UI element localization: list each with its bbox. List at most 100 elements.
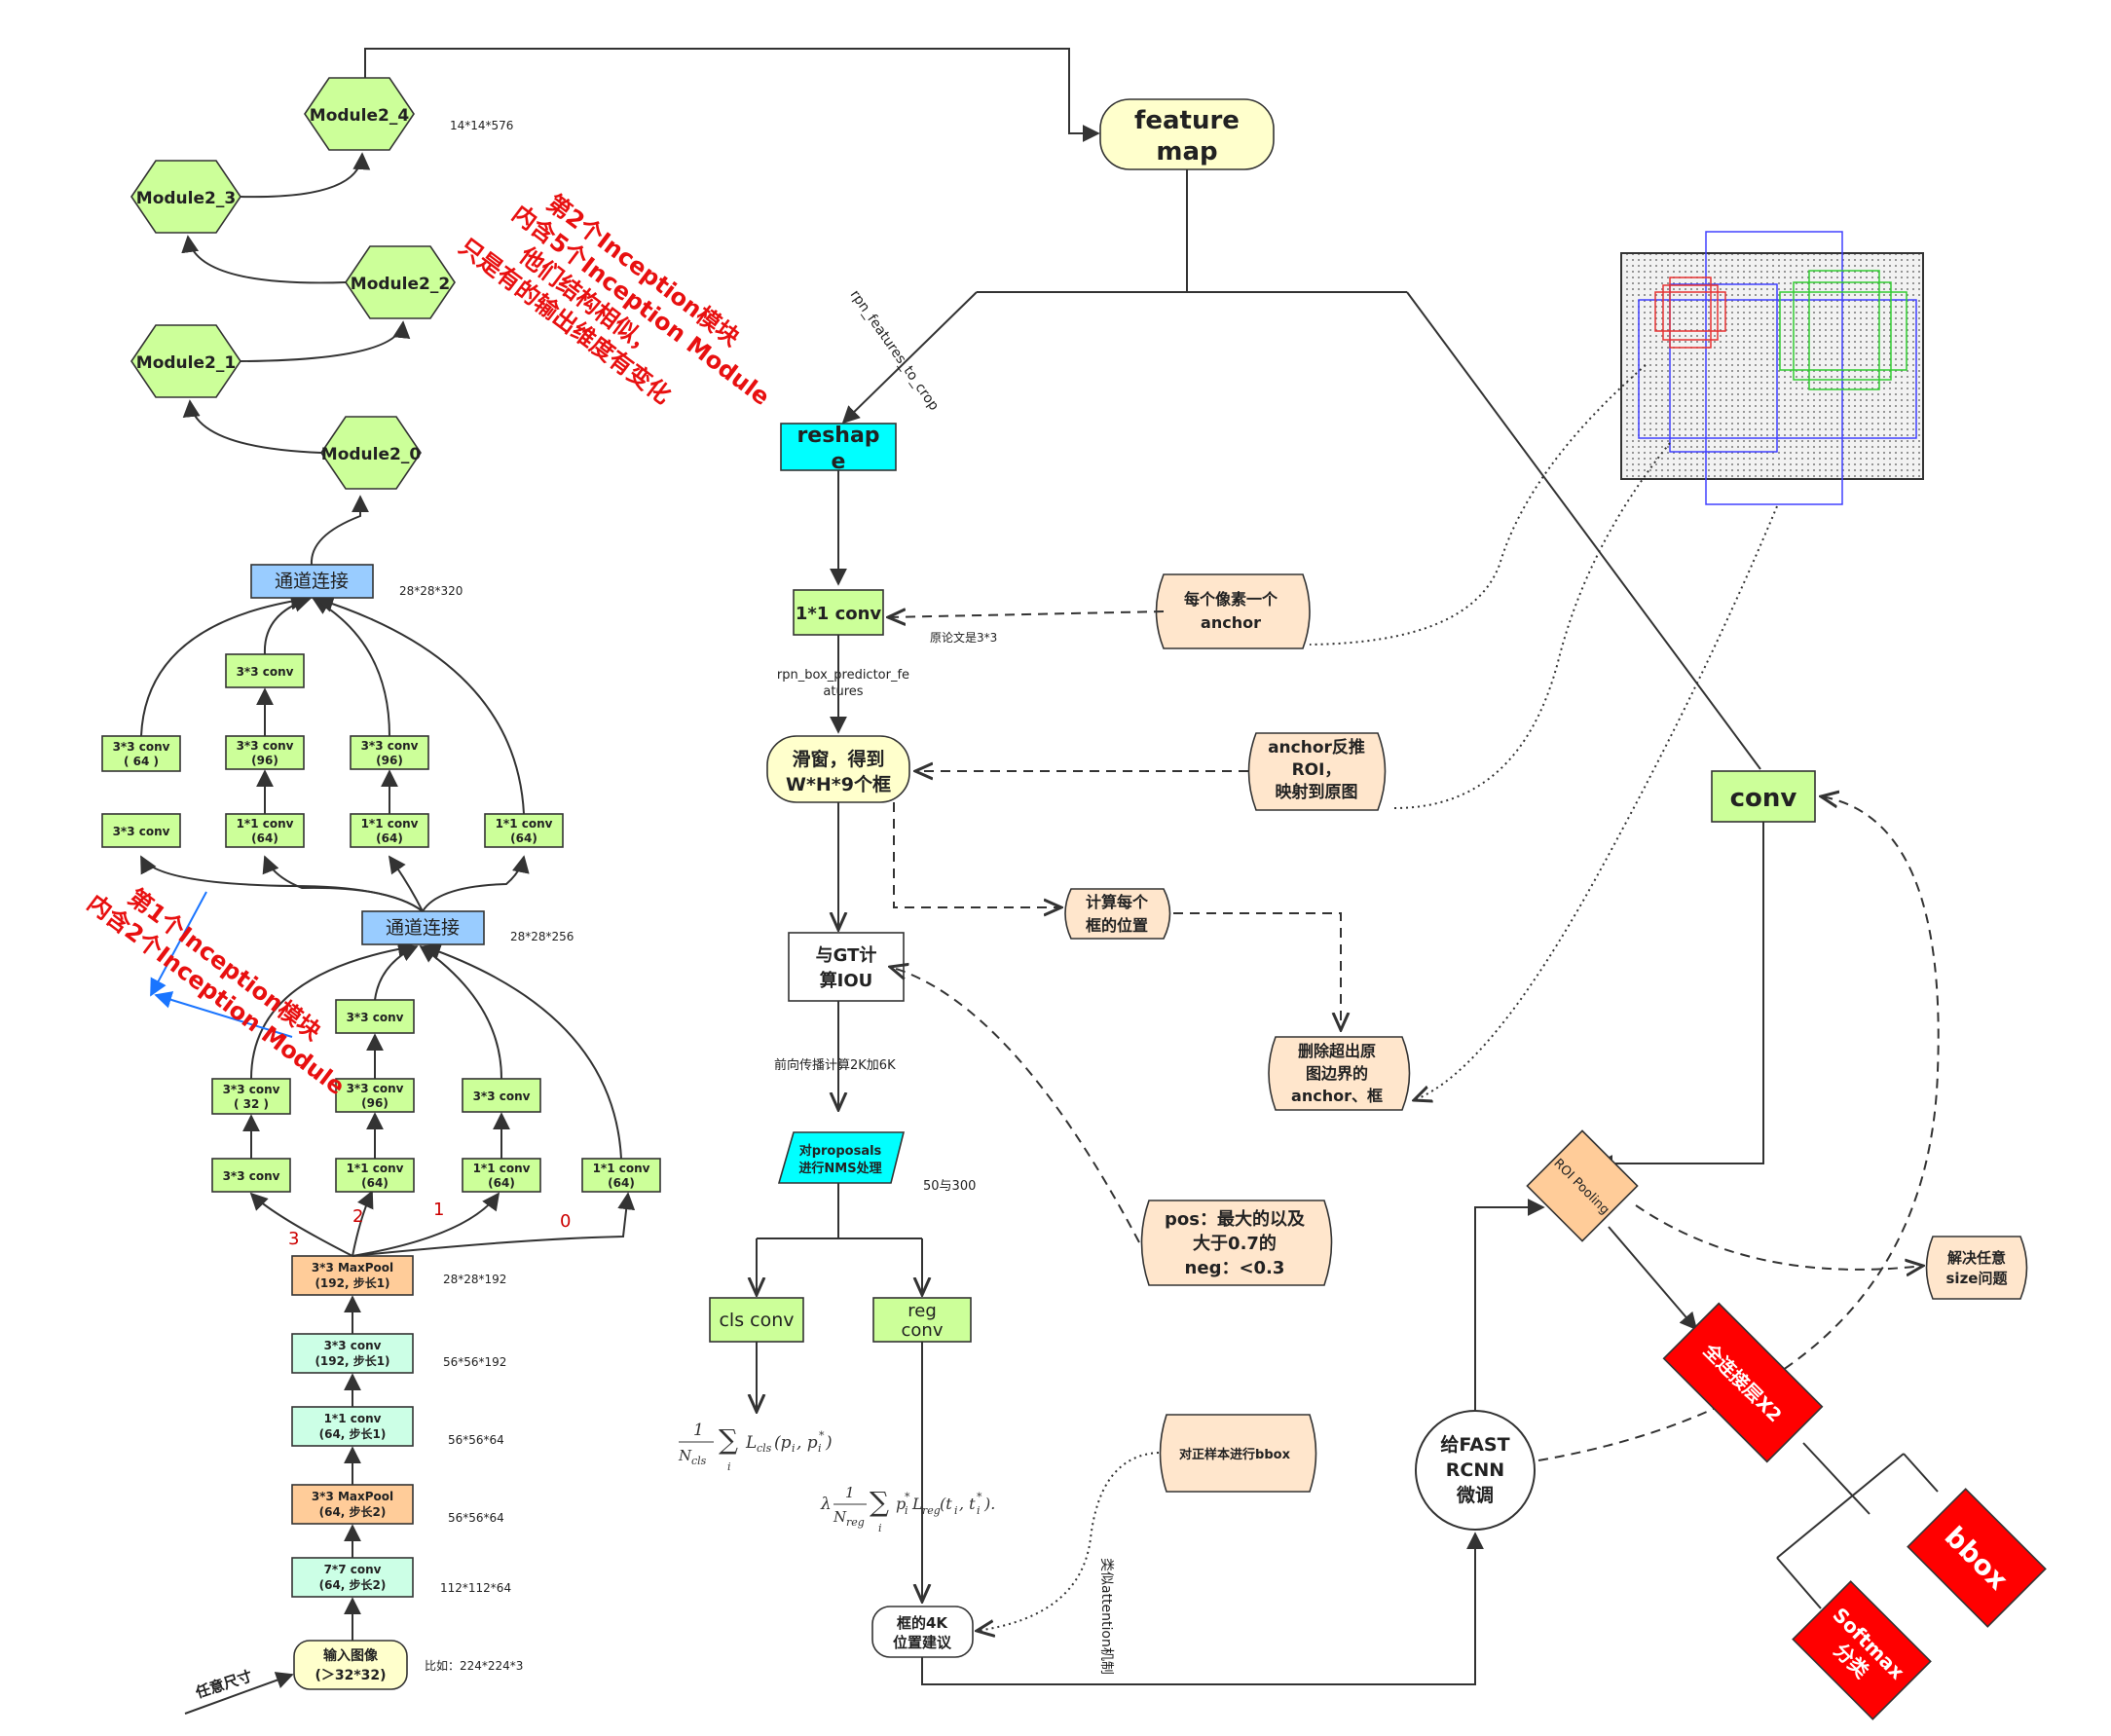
svg-text:位置建议: 位置建议: [893, 1634, 952, 1651]
svg-text:1*1 conv: 1*1 conv: [473, 1162, 531, 1175]
svg-text:( 64 ): ( 64 ): [124, 755, 159, 768]
anchor-green-tall: [1808, 270, 1880, 390]
a-b2-conv1x1[interactable]: [335, 1158, 415, 1193]
roi-pooling-node[interactable]: ROI Pooling: [1526, 1129, 1639, 1242]
svg-text:1*1 conv: 1*1 conv: [496, 817, 553, 831]
a-b3-conv3x3-top[interactable]: [211, 1078, 291, 1115]
svg-text:通道连接: 通道连接: [275, 571, 349, 592]
svg-text:计算每个: 计算每个: [1086, 893, 1149, 911]
grid-to-roi-dotted: [1393, 442, 1671, 809]
svg-text:(96): (96): [361, 1096, 389, 1110]
grid-to-anchor-dotted: [1309, 364, 1647, 646]
svg-text:cls conv: cls conv: [719, 1310, 794, 1331]
svg-text:anchor: anchor: [1201, 613, 1261, 632]
svg-text:3*3 conv: 3*3 conv: [113, 825, 170, 838]
svg-text:Module2_0: Module2_0: [321, 445, 422, 464]
concat-to-module20-arrow: [310, 495, 369, 566]
svg-text:解决任意: 解决任意: [1947, 1249, 2006, 1267]
b-b3-conv3x3-bottom[interactable]: [101, 813, 181, 848]
svg-text:map: map: [1156, 137, 1217, 166]
svg-text:算IOU: 算IOU: [820, 970, 873, 991]
svg-text:滑窗，得到: 滑窗，得到: [792, 748, 884, 770]
svg-text:(t: (t: [940, 1495, 952, 1513]
stem-7x7-conv[interactable]: [291, 1557, 414, 1598]
input-arrow: [184, 1672, 294, 1715]
svg-text:3*3 MaxPool: 3*3 MaxPool: [312, 1490, 393, 1503]
compute-position-node[interactable]: [1064, 888, 1171, 940]
svg-text:(64): (64): [488, 1176, 515, 1190]
a-b2-conv3x3-top[interactable]: [335, 999, 415, 1034]
reshape-node[interactable]: [780, 423, 897, 471]
bbox-positive-node[interactable]: [1159, 1414, 1317, 1493]
svg-text:(64, 步长1): (64, 步长1): [319, 1426, 387, 1441]
b-b2-conv1x1[interactable]: [225, 813, 305, 848]
svg-text:3*3 conv: 3*3 conv: [223, 1083, 280, 1096]
svg-text:Module2_3: Module2_3: [136, 189, 236, 208]
svg-text:(64): (64): [608, 1176, 635, 1190]
anchor-note-node[interactable]: [1155, 573, 1311, 649]
module2-2-node[interactable]: [345, 245, 456, 319]
b-b2-conv3x3-mid[interactable]: [225, 735, 305, 770]
any-size-note-node[interactable]: [1925, 1236, 2028, 1300]
input-image-size: (＞32*32): [315, 1668, 386, 1683]
module-b-concat[interactable]: [250, 564, 374, 599]
annotation-arrow-1: [150, 891, 207, 997]
a-b2-conv3x3-mid[interactable]: [335, 1078, 415, 1113]
stem-maxpool-1[interactable]: [291, 1484, 414, 1525]
conv-original-note: 原论文是3*3: [930, 630, 997, 645]
svg-text:anchor、框: anchor、框: [1291, 1087, 1383, 1105]
reg-conv-node[interactable]: [872, 1297, 972, 1343]
module2-arrows: [181, 48, 1100, 454]
slide-to-compute-arrow: [893, 802, 1061, 907]
stem-dim-5: 28*28*192: [443, 1273, 506, 1286]
anchor-roi-note-node[interactable]: [1247, 732, 1387, 811]
b-b1-conv3x3[interactable]: [350, 735, 429, 770]
anchor-red-wide: [1654, 291, 1726, 332]
anchor-green-square: [1793, 281, 1892, 381]
nms-split-lines: [757, 1183, 922, 1602]
cls-conv-node[interactable]: [709, 1297, 804, 1343]
anchor-to-conv-arrow: [888, 611, 1165, 617]
svg-text:Module2_1: Module2_1: [136, 353, 236, 373]
a-b3-conv3x3-bottom[interactable]: [211, 1158, 291, 1193]
iou-node[interactable]: [788, 932, 905, 1002]
a-b0-conv1x1[interactable]: [581, 1158, 661, 1193]
branch-num-2: 2: [352, 1206, 363, 1227]
svg-text:框的位置: 框的位置: [1086, 916, 1148, 935]
fc-layers-node[interactable]: 全连接层X2: [1662, 1302, 1824, 1463]
any-size-label: 任意尺寸: [193, 1667, 255, 1702]
nms-node[interactable]: [777, 1131, 906, 1184]
softmax-node[interactable]: Softmax 分类: [1792, 1580, 1932, 1720]
svg-text:i: i: [818, 1442, 822, 1455]
svg-text:映射到原图: 映射到原图: [1276, 782, 1358, 802]
input-example-note: 比如：224*224*3: [425, 1658, 523, 1673]
roi-to-anysize-arrow: [1635, 1204, 1923, 1270]
bbox-node[interactable]: bbox: [1907, 1488, 2047, 1628]
conv-node[interactable]: [1711, 770, 1816, 823]
module-a-concat[interactable]: [361, 910, 485, 945]
module2-0-node[interactable]: [320, 416, 422, 490]
inception-1-annotation: 第1个Inception模块 内含2个Inception Module: [82, 883, 350, 1100]
b-b1-conv1x1[interactable]: [350, 813, 429, 848]
svg-text:3*3 conv: 3*3 conv: [324, 1339, 382, 1352]
svg-text:size问题: size问题: [1946, 1270, 2009, 1287]
module2-4-node[interactable]: [304, 77, 415, 151]
svg-text:1*1 conv: 1*1 conv: [347, 1162, 404, 1175]
svg-text:7*7 conv: 7*7 conv: [324, 1563, 382, 1576]
svg-text:3*3 conv: 3*3 conv: [347, 1011, 404, 1024]
input-image-node[interactable]: [293, 1640, 408, 1690]
svg-text:ROI，: ROI，: [1292, 760, 1342, 780]
svg-text:1*1 conv: 1*1 conv: [593, 1162, 650, 1175]
svg-text:每个像素一个: 每个像素一个: [1184, 590, 1278, 609]
svg-text:微调: 微调: [1456, 1484, 1494, 1506]
nms-count-note: 50与300: [923, 1179, 976, 1194]
annotation-arrow-2: [154, 991, 293, 1038]
delete-boxes-node[interactable]: [1268, 1036, 1411, 1111]
stem-maxpool-2[interactable]: [291, 1255, 414, 1296]
svg-text:(64, 步长2): (64, 步长2): [319, 1504, 387, 1519]
module2-dim: 14*14*576: [450, 119, 513, 132]
pos-neg-node[interactable]: [1140, 1200, 1333, 1286]
svg-text:(64): (64): [376, 831, 403, 845]
stem-3x3-conv[interactable]: [291, 1333, 414, 1374]
a-b1-conv3x3[interactable]: [462, 1078, 541, 1113]
